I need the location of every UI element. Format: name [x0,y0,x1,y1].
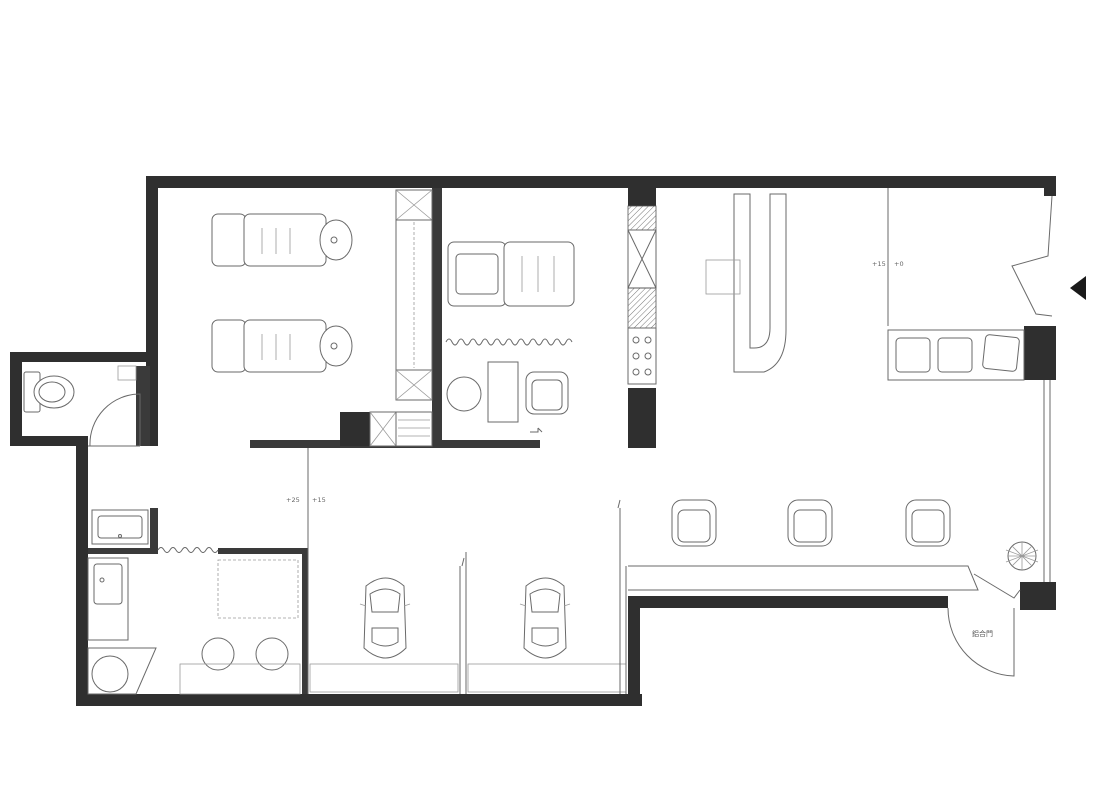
entrance-arrow-icon [1070,276,1086,300]
bench [179,663,301,695]
sink [91,509,149,545]
storage-shelves [369,189,657,447]
armchair [525,371,569,415]
reception-counter [733,193,787,373]
basin-cabinet [87,557,129,641]
facial-bed [447,241,575,307]
level-marker: +15 [312,496,326,504]
door-swing [947,607,1015,677]
side-table [487,361,519,423]
counter-item [705,259,741,295]
toilet-icon [23,371,75,413]
armchair [905,499,951,547]
round-stool [255,637,289,671]
car-icon [519,577,571,659]
door-swing [530,427,543,433]
armchair [787,499,833,547]
massage-bed [211,213,353,267]
curtain [445,338,573,346]
bench [628,565,979,591]
door-swing [89,393,141,447]
massage-bed [211,319,353,373]
level-marker: +15 [872,260,886,268]
parking-curb [309,663,459,693]
exterior-walls [10,176,1056,706]
round-stool [446,376,482,412]
toilet-partition [117,365,137,381]
entrance-door [1011,195,1053,317]
level-marker: +25 [286,496,300,504]
car-icon [359,577,411,659]
round-stool [201,637,235,671]
armchair [671,499,717,547]
door-label: 鋁合門 [972,629,993,638]
interior-walls [88,188,656,694]
parking-curb [467,663,627,693]
table [217,559,299,619]
curtain [157,547,219,553]
level-marker: +0 [894,260,904,268]
potted-plant-icon [1005,541,1039,571]
shower-tray [87,647,157,695]
